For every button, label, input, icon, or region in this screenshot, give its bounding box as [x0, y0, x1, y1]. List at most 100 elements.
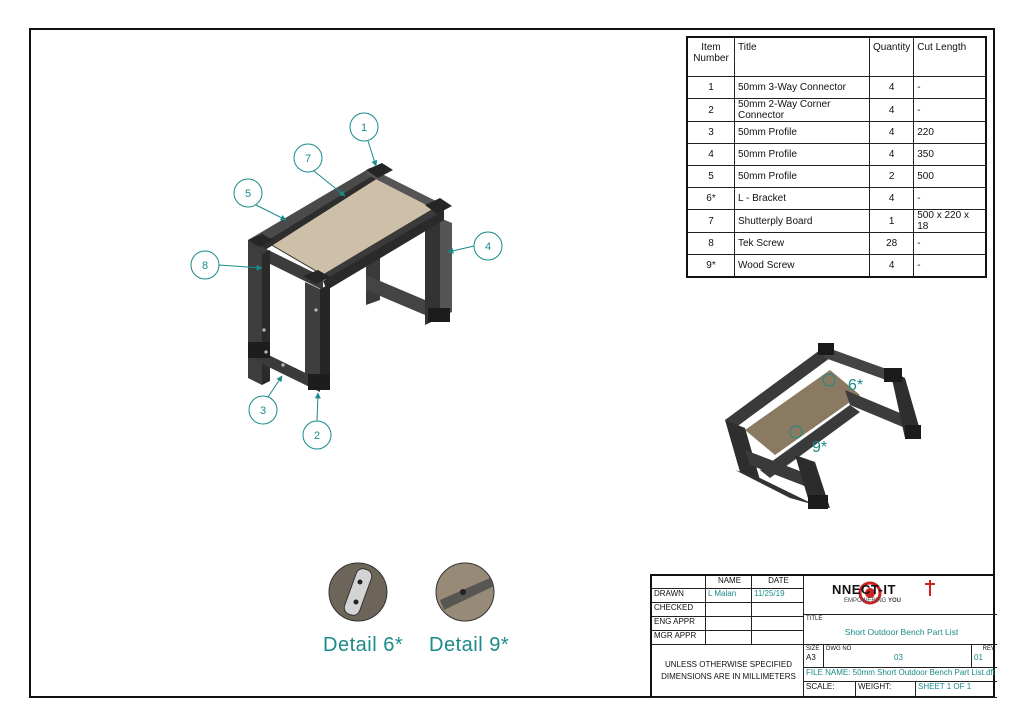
bom-item-number: 2: [686, 98, 735, 122]
bom-title: L - Bracket: [734, 187, 870, 210]
bom-cut-length: -: [913, 232, 987, 255]
bom-title: 50mm Profile: [734, 121, 870, 144]
logo-tagline-bold: YOU: [888, 598, 902, 604]
bom-title: Shutterply Board: [734, 209, 870, 233]
checked-label: CHECKED: [652, 603, 706, 617]
balloon-7-label: 7: [305, 153, 311, 165]
tolerance-note-line-1: UNLESS OTHERWISE SPECIFIED: [665, 660, 792, 669]
bom-item-number: 7: [686, 209, 735, 233]
bom-quantity: 4: [868, 143, 915, 166]
detail-6-marker: [822, 373, 836, 387]
eng-appr-label: ENG APPR: [652, 617, 706, 631]
weight-label: WEIGHT:: [856, 682, 916, 698]
bench-iso-view: [248, 163, 452, 392]
detail-9-image: [435, 562, 495, 622]
size-cell: SIZE A3: [804, 645, 824, 668]
mgr-appr-label: MGR APPR: [652, 631, 706, 645]
bom-cut-length: 350: [913, 143, 987, 166]
bom-cut-length: -: [913, 76, 987, 99]
bom-title: 50mm 2-Way Corner Connector: [734, 98, 870, 122]
bom-quantity: 4: [868, 121, 915, 144]
drawing-border: [29, 28, 995, 698]
scale-label: SCALE:: [804, 682, 856, 698]
bom-title: Tek Screw: [734, 232, 870, 255]
drawn-date: 11/25/19: [752, 589, 804, 603]
logo-text: NNECT-IT: [832, 582, 896, 597]
rev-value: 01: [974, 653, 983, 662]
balloon-2-label: 2: [314, 430, 320, 442]
bom-title: 50mm Profile: [734, 165, 870, 188]
size-label: SIZE: [806, 646, 820, 652]
bom-header-row: Item Number Title Quantity Cut Length: [686, 36, 987, 77]
bom-cut-length: -: [913, 98, 987, 122]
bom-cut-length: -: [913, 187, 987, 210]
bom-header-item: Item Number: [686, 36, 735, 77]
rev-cell: REV 01: [972, 645, 997, 668]
bom-quantity: 4: [868, 254, 915, 278]
tolerance-note-line-2: DIMENSIONS ARE IN MILLIMETERS: [661, 672, 796, 681]
title-cell: TITLE Short Outdoor Bench Part List: [804, 615, 997, 645]
bom-item-number: 3: [686, 121, 735, 144]
bom-header-title: Title: [734, 36, 870, 77]
bom-quantity: 4: [868, 98, 915, 122]
drawing-title: Short Outdoor Bench Part List: [844, 627, 959, 637]
detail-6-label: Detail 6*: [323, 634, 404, 656]
bom-quantity: 4: [868, 76, 915, 99]
bom-item-number: 4: [686, 143, 735, 166]
balloon-1: [349, 112, 379, 142]
bom-cut-length: 220: [913, 121, 987, 144]
balloon-5-label: 5: [245, 188, 251, 200]
bom-item-number: 1: [686, 76, 735, 99]
balloon-4-label: 4: [485, 241, 491, 253]
bom-cut-length: 500 x 220 x 18: [913, 209, 987, 233]
bom-item-number: 8: [686, 232, 735, 255]
dwg-label: DWG NO: [826, 646, 852, 652]
bom-item-number: 5: [686, 165, 735, 188]
balloon-3: [248, 395, 278, 425]
detail-9-label: Detail 9*: [429, 634, 510, 656]
bom-header-cut-length: Cut Length: [913, 36, 987, 77]
company-logo: [858, 580, 935, 605]
balloon-7: [293, 143, 323, 173]
bom-quantity: 1: [868, 209, 915, 233]
drawn-label: DRAWN: [652, 589, 706, 603]
bom-item-number: 9*: [686, 254, 735, 278]
sheet-label: SHEET 1 OF 1: [916, 682, 997, 698]
dwg-cell: DWG NO 03: [824, 645, 972, 668]
title-label: TITLE: [806, 616, 823, 622]
balloon-8-label: 8: [202, 260, 208, 272]
detail-6-image: [328, 562, 388, 622]
bom-header-quantity: Quantity: [868, 36, 915, 77]
rear-label-6: 6*: [848, 377, 863, 394]
rear-label-9: 9*: [812, 439, 827, 456]
bom-title: Wood Screw: [734, 254, 870, 278]
date-header: DATE: [752, 576, 804, 589]
balloon-3-label: 3: [260, 405, 266, 417]
bom-quantity: 2: [868, 165, 915, 188]
bom-title: 50mm 3-Way Connector: [734, 76, 870, 99]
bom-title: 50mm Profile: [734, 143, 870, 166]
bom-cut-length: 500: [913, 165, 987, 188]
bench-underside-view: [725, 343, 921, 509]
bom-quantity: 28: [868, 232, 915, 255]
title-block: NAME DATE DRAWN L Malan 11/25/19 CHECKED…: [650, 574, 997, 698]
size-value: A3: [806, 653, 816, 662]
file-name: FILE NAME: 50mm Short Outdoor Bench Part…: [804, 668, 997, 682]
bom-item-number: 6*: [686, 187, 735, 210]
balloon-5: [233, 178, 263, 208]
dwg-number: 03: [894, 653, 903, 662]
logo-cell: NNECT-IT EMPOWERING YOU: [804, 576, 997, 615]
bom-quantity: 4: [868, 187, 915, 210]
rev-label: REV: [982, 646, 995, 652]
